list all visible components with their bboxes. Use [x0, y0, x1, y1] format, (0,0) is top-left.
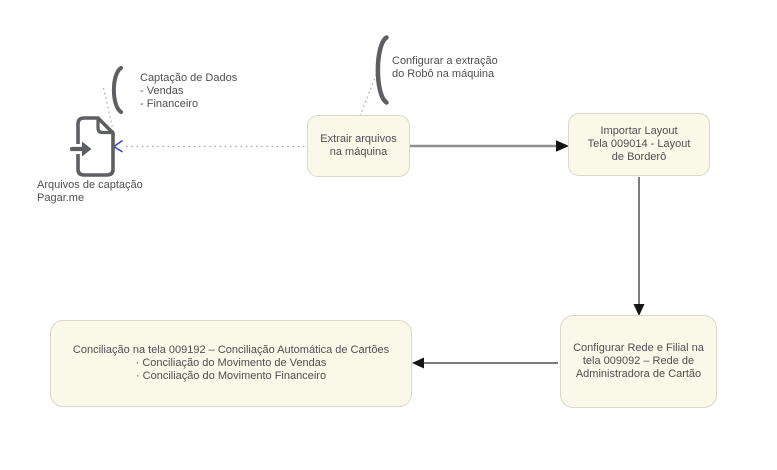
file-source-label-line2: Pagar.me [37, 192, 85, 204]
node-configurar-rede-filial: Configurar Rede e Filial na tela 009092 … [560, 315, 717, 408]
dotted-connector-captacao-to-file [102, 87, 116, 140]
node-conciliacao-line2: · Conciliação do Movimento de Vendas [135, 357, 327, 369]
node-conciliacao: Conciliação na tela 009192 – Conciliação… [50, 320, 412, 407]
arrowhead-right-icon [556, 140, 569, 152]
node-configurar-line1: Configurar Rede e Filial na [573, 342, 704, 354]
brace-icon [375, 35, 389, 105]
node-conciliacao-line3: · Conciliação do Movimento Financeiro [135, 370, 327, 382]
annotation-captacao-line1: Captação de Dados [140, 72, 238, 84]
file-source-label-line1: Arquivos de captação [37, 179, 143, 191]
annotation-captacao: Captação de Dados - Vendas - Financeiro [140, 72, 237, 111]
node-importar-line2: Tela 009014 - Layout [587, 138, 691, 150]
annotation-robo-line1: Configurar a extração [392, 55, 498, 67]
node-importar-line1: Importar Layout [600, 125, 678, 137]
annotation-robo-line2: do Robô na máquina [392, 68, 495, 80]
node-importar-line3: de Borderô [611, 151, 667, 163]
node-conciliacao-line1: Conciliação na tela 009192 – Conciliação… [72, 344, 390, 356]
annotation-captacao-line3: - Financeiro [140, 98, 199, 110]
brace-icon [111, 66, 123, 114]
node-importar-layout: Importar Layout Tela 009014 - Layout de … [568, 113, 710, 176]
arrowhead-down-icon [633, 304, 645, 316]
file-import-icon [70, 116, 115, 177]
node-configurar-line2: tela 009092 – Rede de [582, 355, 695, 367]
node-extrair-line1: Extrair arquivos [320, 133, 397, 145]
node-configurar-line3: Administradora de Cartão [575, 368, 702, 380]
node-extrair-arquivos: Extrair arquivos na máquina [307, 115, 410, 177]
file-source-label: Arquivos de captação Pagar.me [37, 179, 143, 205]
node-extrair-line2: na máquina [329, 146, 388, 158]
arrowhead-left-icon [412, 357, 424, 369]
annotation-captacao-line2: - Vendas [140, 85, 184, 97]
dotted-connector-extrair-to-robo [359, 69, 379, 117]
annotation-robo: Configurar a extração do Robô na máquina [392, 55, 498, 81]
